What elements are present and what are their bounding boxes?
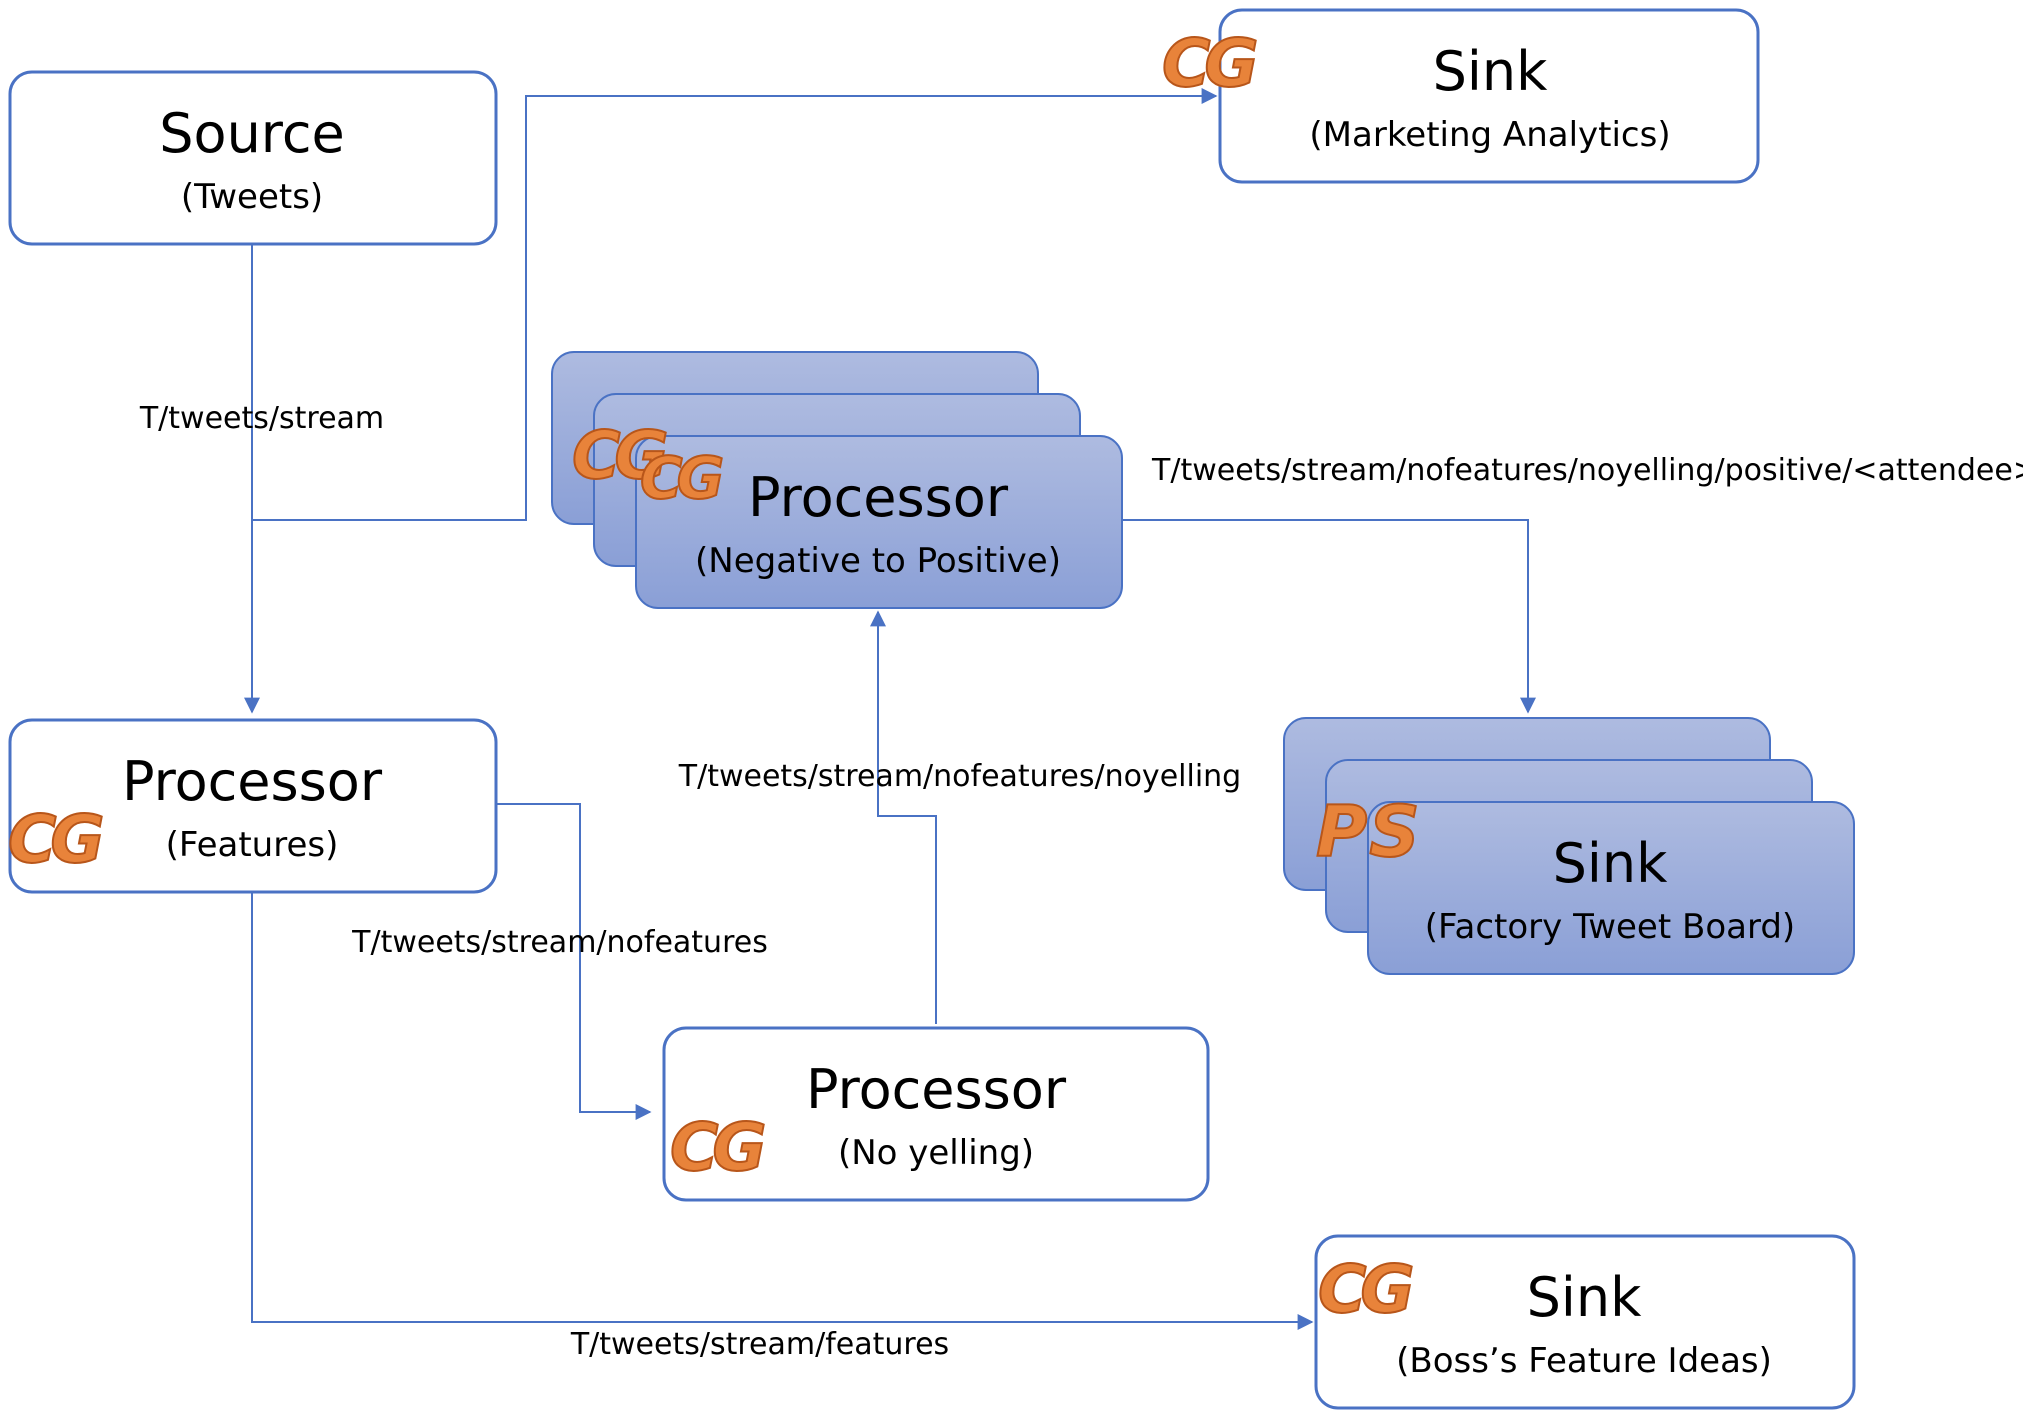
node-processor-negative: CG CG Processor (Negative to Positive) — [551, 351, 1123, 609]
cg-logo-icon: CG — [1317, 1250, 1419, 1329]
edges — [244, 88, 1536, 1330]
node-processor-features-subtitle: (Features) — [166, 825, 339, 865]
node-processor-negative-title: Processor — [748, 466, 1009, 529]
node-processor-noyelling-title: Processor — [806, 1058, 1067, 1121]
edge-labels: T/tweets/stream T/tweets/stream/nofeatur… — [139, 401, 2023, 1362]
node-sink-boss-badge: CG — [1318, 1251, 1412, 1328]
cg-logo-icon: CG — [669, 1108, 771, 1187]
node-sink-factory-title: Sink — [1553, 832, 1669, 895]
node-sink-boss-subtitle: (Boss’s Feature Ideas) — [1396, 1341, 1772, 1381]
node-sink-marketing-box — [1218, 8, 1760, 184]
node-processor-negative-badge: CG — [640, 444, 723, 512]
edge-features-to-noyelling — [496, 803, 652, 1120]
edge-negative-to-factory-sink — [1120, 519, 1536, 714]
node-processor-negative-subtitle: (Negative to Positive) — [695, 541, 1061, 581]
node-source-title: Source — [159, 102, 344, 165]
edge-label-nofeatures-noyelling: T/tweets/stream/nofeatures/noyelling — [678, 759, 1241, 794]
cg-logo-icon: CG — [1161, 24, 1263, 103]
edge-features-to-boss-sink — [251, 892, 1314, 1330]
node-sink-factory: PS Sink (Factory Tweet Board) — [1283, 717, 1855, 975]
node-processor-negative-badge-back: CG — [572, 417, 666, 494]
ps-logo-icon: PS — [1315, 790, 1422, 874]
node-sink-boss-title: Sink — [1527, 1266, 1643, 1329]
edge-label-features: T/tweets/stream/features — [570, 1327, 949, 1362]
node-processor-features-box — [8, 718, 498, 894]
node-processor-negative-box — [635, 435, 1123, 609]
node-processor-noyelling-subtitle: (No yelling) — [838, 1133, 1034, 1173]
cg-logo-icon: CG — [7, 800, 109, 879]
node-sink-boss: CG Sink (Boss’s Feature Ideas) — [1314, 1234, 1856, 1410]
cg-logo-icon: CG — [571, 416, 673, 495]
edge-label-positive-attendee: T/tweets/stream/nofeatures/noyelling/pos… — [1151, 453, 2023, 488]
node-processor-noyelling-box — [662, 1026, 1210, 1202]
node-processor-features-title: Processor — [122, 750, 383, 813]
node-source: Source (Tweets) — [8, 70, 498, 246]
node-sink-factory-box — [1367, 801, 1855, 975]
cg-logo-icon: CG — [639, 443, 730, 513]
edge-label-nofeatures: T/tweets/stream/nofeatures — [351, 925, 768, 960]
edge-source-to-marketing-sink — [252, 88, 1218, 521]
edge-label-tweets-stream: T/tweets/stream — [139, 401, 384, 436]
node-sink-boss-box — [1314, 1234, 1856, 1410]
edge-noyelling-to-negative — [870, 610, 937, 1024]
node-sink-marketing-subtitle: (Marketing Analytics) — [1309, 115, 1670, 155]
node-source-box — [8, 70, 498, 246]
node-processor-features-badge: CG — [8, 801, 102, 878]
node-processor-features: CG Processor (Features) — [7, 718, 498, 894]
node-sink-marketing-title: Sink — [1433, 40, 1549, 103]
node-sink-factory-subtitle: (Factory Tweet Board) — [1425, 907, 1795, 947]
node-source-subtitle: (Tweets) — [181, 177, 323, 217]
node-sink-factory-badge: PS — [1316, 791, 1422, 873]
node-processor-noyelling-badge: CG — [670, 1109, 764, 1186]
node-sink-marketing: CG Sink (Marketing Analytics) — [1161, 8, 1760, 184]
node-sink-marketing-badge: CG — [1162, 25, 1256, 102]
node-processor-noyelling: CG Processor (No yelling) — [662, 1026, 1210, 1202]
